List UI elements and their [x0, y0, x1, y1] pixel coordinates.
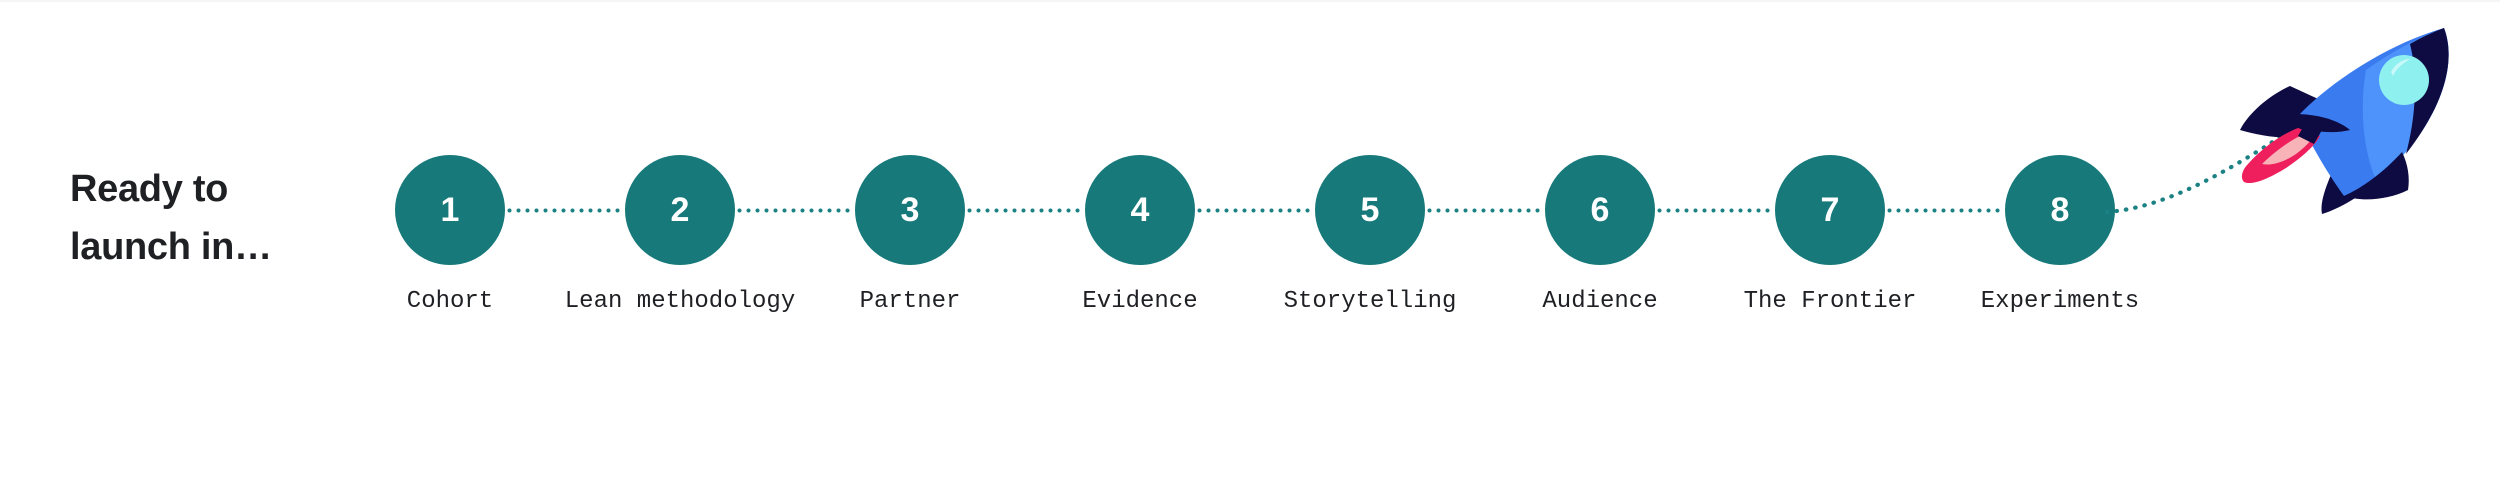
connector-2-3 [735, 208, 850, 213]
step-label: The Frontier [1743, 288, 1917, 315]
rocket-flame-inner [2262, 136, 2312, 165]
rocket-window-highlight [2391, 59, 2410, 76]
page-title: Ready to launch in… [70, 168, 272, 268]
step-item-1[interactable]: 1 Cohort [395, 155, 505, 315]
connector-5-6 [1425, 208, 1540, 213]
step-label: Partner [859, 288, 961, 315]
step-item-8[interactable]: 8 Experiments [1981, 155, 2139, 315]
connector-7-8 [1885, 208, 2000, 213]
step-number-badge: 1 [395, 155, 505, 265]
step-item-3[interactable]: 3 Partner [855, 155, 965, 315]
step-label: Audience [1542, 288, 1658, 315]
step-label: Lean methodology [564, 288, 796, 315]
rocket-icon [2240, 28, 2449, 214]
step-label: Experiments [1980, 288, 2140, 315]
step-item-2[interactable]: 2 Lean methodology [565, 155, 795, 315]
step-label: Storytelling [1283, 288, 1457, 315]
step-item-7[interactable]: 7 The Frontier [1744, 155, 1916, 315]
connector-6-7 [1655, 208, 1770, 213]
rocket-fin-lower [2344, 152, 2409, 200]
connector-1-2 [505, 208, 620, 213]
step-item-5[interactable]: 5 Storytelling [1284, 155, 1456, 315]
rocket-window [2379, 55, 2429, 105]
step-item-6[interactable]: 6 Audience [1542, 155, 1658, 315]
step-number-badge: 7 [1775, 155, 1885, 265]
step-number-badge: 5 [1315, 155, 1425, 265]
step-number-badge: 8 [2005, 155, 2115, 265]
step-number-badge: 3 [855, 155, 965, 265]
rocket-nozzle [2298, 122, 2322, 144]
step-number-badge: 6 [1545, 155, 1655, 265]
connector-3-4 [965, 208, 1080, 213]
step-label: Cohort [406, 288, 494, 315]
step-label: Evidence [1082, 288, 1198, 315]
step-number-badge: 2 [625, 155, 735, 265]
connector-4-5 [1195, 208, 1310, 213]
step-number-badge: 4 [1085, 155, 1195, 265]
step-item-4[interactable]: 4 Evidence [1082, 155, 1198, 315]
rocket-trail-dotted-path [2105, 127, 2294, 215]
top-divider [0, 0, 2500, 2]
